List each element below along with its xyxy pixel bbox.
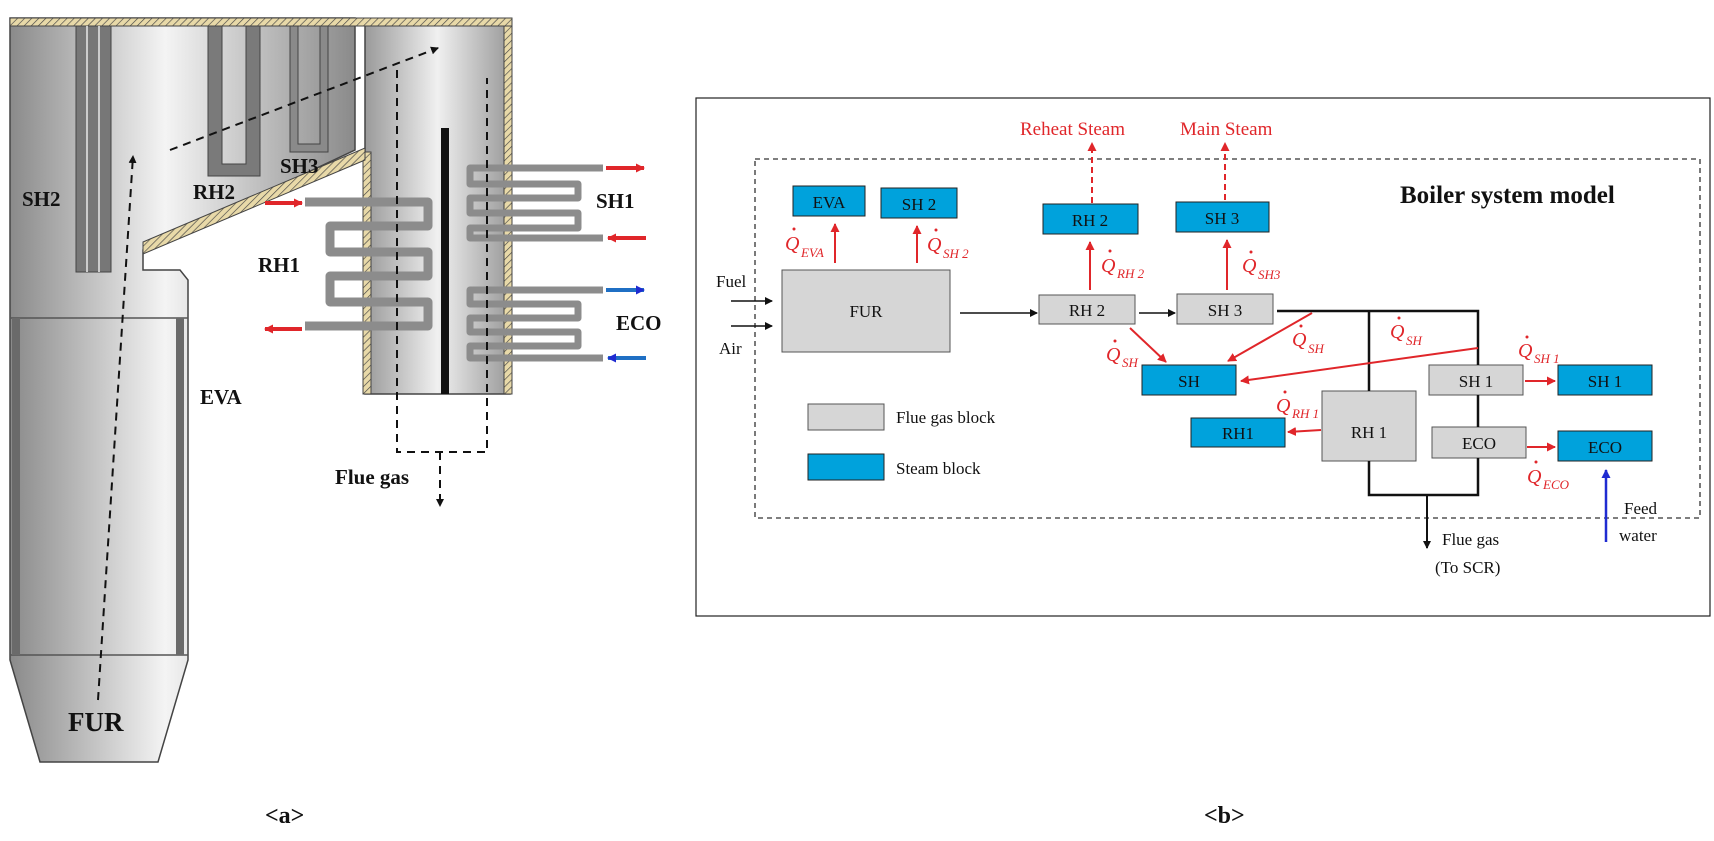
block-rh1-gas: RH 1 <box>1351 423 1387 442</box>
q-sh-b: Q SH <box>1292 324 1325 356</box>
label-rh1: RH1 <box>258 253 300 277</box>
svg-text:RH 2: RH 2 <box>1116 266 1145 281</box>
gas-path-lines <box>960 309 1480 549</box>
label-sh3: SH3 <box>280 154 319 178</box>
heat-arrows <box>830 223 1556 452</box>
block-sh3-gas: SH 3 <box>1208 301 1242 320</box>
svg-text:Q: Q <box>927 234 942 256</box>
svg-text:SH: SH <box>1406 333 1423 348</box>
svg-text:RH 1: RH 1 <box>1291 406 1319 421</box>
block-rh2-steam: RH 2 <box>1072 211 1108 230</box>
block-sh-steam: SH <box>1178 372 1200 391</box>
caption-a: <a> <box>265 803 304 829</box>
air-label: Air <box>719 339 742 358</box>
block-sh1-steam: SH 1 <box>1588 372 1622 391</box>
flue-gas-blocks <box>781 269 1527 462</box>
svg-text:EVA: EVA <box>800 245 824 260</box>
block-rh1-steam: RH1 <box>1222 424 1254 443</box>
to-scr-label: (To SCR) <box>1435 558 1500 577</box>
block-sh1-gas: SH 1 <box>1459 372 1493 391</box>
svg-text:SH 2: SH 2 <box>943 246 969 261</box>
water-label: water <box>1619 526 1657 545</box>
svg-text:SH: SH <box>1122 355 1139 370</box>
flue-gas-out-label: Flue gas <box>1442 530 1499 549</box>
legend-flue-gas-label: Flue gas block <box>896 408 996 427</box>
label-sh1: SH1 <box>596 189 635 213</box>
block-rh2-gas: RH 2 <box>1069 301 1105 320</box>
label-sh2: SH2 <box>22 187 61 211</box>
svg-text:SH: SH <box>1308 341 1325 356</box>
legend: Flue gas block Steam block <box>807 403 996 481</box>
caption-b: <b> <box>1204 803 1245 829</box>
svg-text:Q: Q <box>1276 395 1291 417</box>
q-rh2: Q RH 2 <box>1101 249 1145 281</box>
fuel-label: Fuel <box>716 272 747 291</box>
svg-text:Q: Q <box>1527 466 1542 488</box>
svg-text:SH 1: SH 1 <box>1534 351 1560 366</box>
svg-text:Q: Q <box>1242 255 1257 277</box>
q-sh2: Q SH 2 <box>927 228 969 261</box>
svg-text:Q: Q <box>1292 329 1307 351</box>
svg-text:ECO: ECO <box>1542 477 1570 492</box>
q-rh1: Q RH 1 <box>1276 390 1319 421</box>
svg-text:SH3: SH3 <box>1258 267 1281 282</box>
q-eva: Q EVA <box>785 227 824 260</box>
block-eva: EVA <box>813 193 846 212</box>
block-eco-gas: ECO <box>1462 434 1496 453</box>
legend-steam-label: Steam block <box>896 459 981 478</box>
block-sh2: SH 2 <box>902 195 936 214</box>
label-flue-gas-a: Flue gas <box>335 465 409 489</box>
block-sh3-steam: SH 3 <box>1205 209 1239 228</box>
q-sh3: Q SH3 <box>1242 250 1281 282</box>
main-steam-label: Main Steam <box>1180 119 1273 140</box>
label-eco: ECO <box>616 311 662 335</box>
label-rh2: RH2 <box>193 180 235 204</box>
legend-flue-gas-swatch <box>807 403 885 431</box>
label-fur: FUR <box>68 707 124 737</box>
panel-a-boiler-drawing <box>9 17 646 763</box>
feed-label: Feed <box>1624 499 1658 518</box>
q-sh-c: Q SH <box>1390 316 1423 348</box>
svg-text:Q: Q <box>1101 255 1116 277</box>
reheat-steam-label: Reheat Steam <box>1020 119 1125 140</box>
q-eco: Q ECO <box>1527 460 1570 492</box>
block-fur: FUR <box>849 302 883 321</box>
legend-steam-swatch <box>807 453 885 481</box>
svg-text:Q: Q <box>1518 340 1533 362</box>
panel-b-block-diagram <box>695 97 1711 617</box>
svg-text:Q: Q <box>1390 321 1405 343</box>
label-eva: EVA <box>200 385 242 409</box>
q-sh-a: Q SH <box>1106 339 1139 370</box>
q-sh1: Q SH 1 <box>1518 335 1560 366</box>
block-eco-steam: ECO <box>1588 438 1622 457</box>
steam-blocks <box>792 185 1653 462</box>
heat-flow-labels: Q EVA Q SH 2 Q RH 2 Q SH3 Q SH Q SH <box>785 227 1570 492</box>
svg-text:Q: Q <box>785 233 800 255</box>
svg-text:Q: Q <box>1106 344 1121 366</box>
boiler-model-title: Boiler system model <box>1400 182 1615 209</box>
